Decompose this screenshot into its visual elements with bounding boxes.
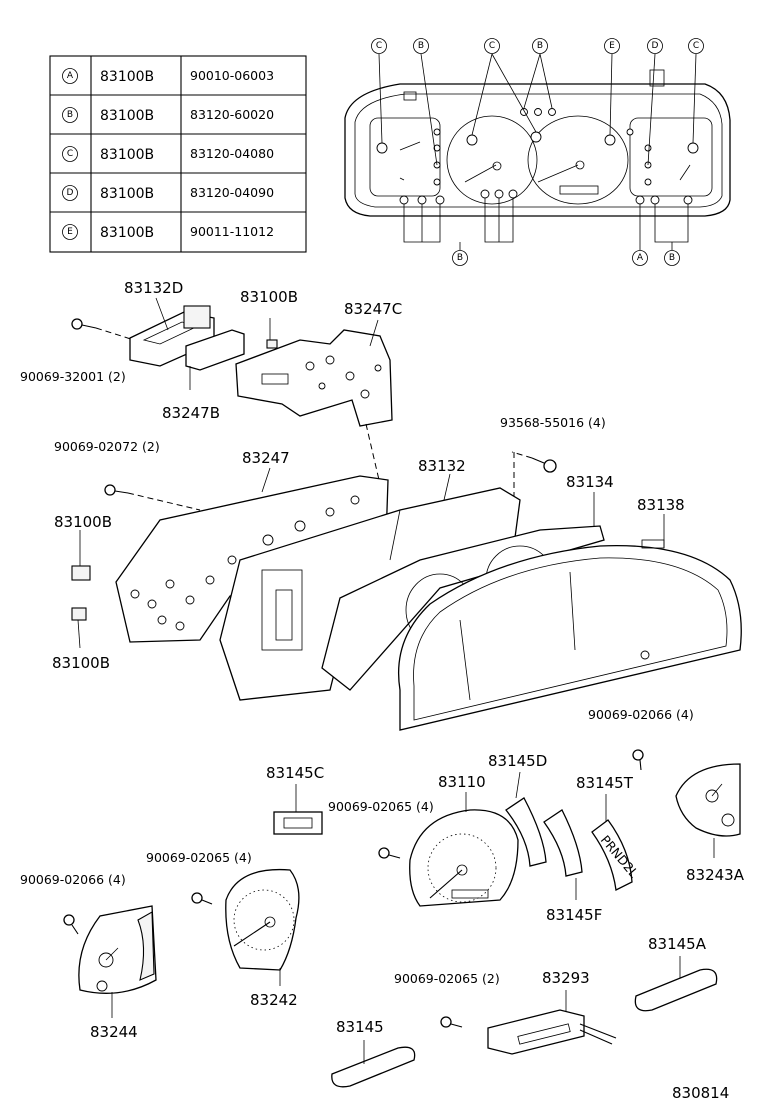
gauge-83242 — [225, 868, 300, 971]
label-90069-02066-r: 90069-02066 (4) — [588, 707, 694, 722]
label-83244: 83244 — [90, 1023, 138, 1041]
callout-letter: C — [376, 41, 382, 51]
label-83247b: 83247B — [162, 404, 220, 422]
legend-symbol: D — [67, 188, 74, 198]
callout-letter: B — [669, 253, 675, 263]
legend-number: 90010-06003 — [190, 68, 274, 83]
figure-id: 830814 — [672, 1084, 729, 1102]
plate-83145a — [634, 968, 718, 1012]
legend-row: B 83100B 83120-60020 — [62, 107, 274, 124]
bulb-83100b-low — [71, 607, 87, 621]
screw-90069-02066-l — [63, 914, 79, 935]
screw-93568-55016 — [531, 457, 557, 473]
legend-row: A 83100B 90010-06003 — [62, 68, 274, 85]
label-90069-02065-b: 90069-02065 (4) — [146, 850, 252, 865]
plate-83145 — [331, 1046, 416, 1088]
label-83100b-mid: 83100B — [54, 513, 112, 531]
callout-top: C B C B E D C — [371, 38, 704, 54]
bulb-83100b-mid — [71, 565, 91, 581]
legend-part: 83100B — [100, 147, 154, 163]
label-90069-02072: 90069-02072 (2) — [54, 439, 160, 454]
callout-letter: B — [418, 41, 424, 51]
legend-part: 83100B — [100, 108, 154, 124]
callout-letter: B — [537, 41, 543, 51]
legend-symbol: B — [67, 110, 73, 120]
label-90069-32001: 90069-32001 (2) — [20, 369, 126, 384]
label-83145f: 83145F — [546, 906, 602, 924]
legend-part: 83100B — [100, 69, 154, 85]
legend-row: E 83100B 90011-11012 — [62, 224, 274, 241]
legend-row: C 83100B 83120-04080 — [62, 146, 274, 163]
odometer-83293 — [487, 1009, 617, 1055]
legend-symbol: E — [67, 227, 73, 237]
screw-90069-02066-r — [632, 749, 644, 771]
legend-part: 83100B — [100, 186, 154, 202]
label-93568-55016: 93568-55016 (4) — [500, 415, 606, 430]
legend-symbol: C — [67, 149, 73, 159]
screw-90069-32001 — [71, 318, 97, 330]
speedometer-83110 — [409, 809, 519, 907]
label-83247c: 83247C — [344, 300, 402, 318]
bulb-83100b-top — [266, 339, 278, 349]
label-90069-02065-c: 90069-02065 (2) — [394, 971, 500, 986]
label-83293: 83293 — [542, 969, 590, 987]
callout-letter: D — [652, 41, 659, 51]
legend-number: 83120-60020 — [190, 107, 274, 122]
label-83100b-top: 83100B — [240, 288, 298, 306]
label-90069-02066-l: 90069-02066 (4) — [20, 872, 126, 887]
label-83145a: 83145A — [648, 935, 707, 953]
label-83145d: 83145D — [488, 752, 547, 770]
plate-83145f — [543, 809, 583, 877]
screw-90069-02065-c — [440, 1016, 463, 1028]
legend-number: 83120-04090 — [190, 185, 274, 200]
callout-letter: E — [609, 41, 615, 51]
screw-90069-02065-b — [191, 892, 213, 905]
label-83132d: 83132D — [124, 279, 183, 297]
legend-table: A 83100B 90010-06003 B 83100B 83120-6002… — [49, 55, 307, 253]
legend-row: D 83100B 83120-04090 — [62, 185, 274, 202]
label-83138: 83138 — [637, 496, 685, 514]
callout-letter: C — [489, 41, 495, 51]
callout-letter: C — [693, 41, 699, 51]
screw-90069-02072 — [104, 484, 129, 496]
lens-83138 — [397, 539, 742, 731]
callout-letter: B — [457, 253, 463, 263]
plate-83145t: PRND2L — [591, 819, 641, 891]
label-83243a: 83243A — [686, 866, 745, 884]
label-83145t: 83145T — [576, 774, 634, 792]
board-83247c — [235, 329, 393, 427]
gauge-83243a — [675, 763, 741, 837]
callout-bottom: B A B — [452, 250, 680, 266]
plate-83145d — [505, 797, 547, 867]
label-90069-02065-a: 90069-02065 (4) — [328, 799, 434, 814]
label-83100b-low: 83100B — [52, 654, 110, 672]
bulb-socket — [376, 108, 699, 205]
label-83145c: 83145C — [266, 764, 324, 782]
screw-90069-02065-a — [378, 847, 401, 859]
legend-part: 83100B — [100, 225, 154, 241]
label-83132: 83132 — [418, 457, 466, 475]
callout-letter: A — [637, 253, 644, 263]
label-83242: 83242 — [250, 991, 298, 1009]
legend-number: 83120-04080 — [190, 146, 274, 161]
label-83110: 83110 — [438, 773, 486, 791]
label-83145: 83145 — [336, 1018, 384, 1036]
legend-number: 90011-11012 — [190, 224, 274, 239]
legend-symbol: A — [67, 71, 74, 81]
plate-83247b — [185, 329, 245, 371]
gauge-83244 — [78, 905, 157, 994]
combination-meter-assembly: C B C B E D C B A B — [344, 38, 731, 266]
label-83134: 83134 — [566, 473, 614, 491]
label-83247: 83247 — [242, 449, 290, 467]
cover-83145c — [273, 811, 323, 835]
